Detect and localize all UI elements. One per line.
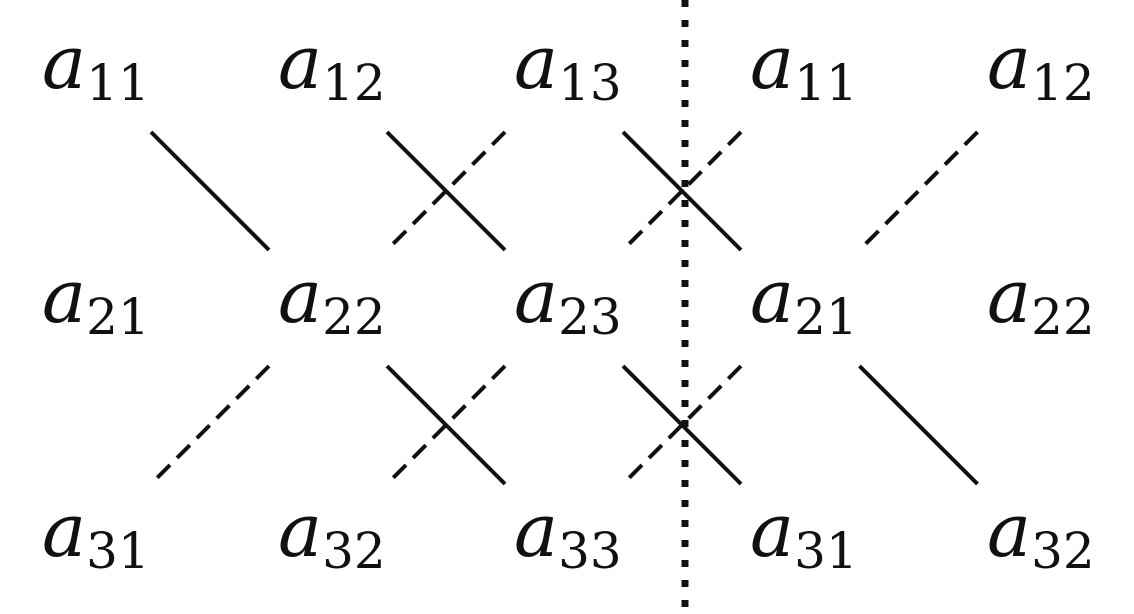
solid-diagonal-3 (621, 130, 743, 252)
entry-r2-c2: a22 (278, 254, 386, 346)
entry-r3-c4: a31 (750, 488, 858, 580)
entry-r3-c2: a32 (278, 488, 386, 580)
entry-r1-c3: a13 (514, 20, 622, 112)
solid-diagonal-6 (858, 364, 979, 486)
solid-diagonal-2 (385, 130, 507, 252)
entry-r3-c1: a31 (42, 488, 150, 580)
entry-r3-c5: a32 (987, 488, 1095, 580)
entry-r3-c3: a33 (514, 488, 622, 580)
entry-r1-c2: a12 (278, 20, 386, 112)
entry-r2-c5: a22 (987, 254, 1095, 346)
matrix-entries: a11 a12 a13 a11 a12 a21 a22 a23 a21 a22 (42, 20, 1095, 580)
solid-diagonal-1 (149, 130, 271, 252)
entry-r2-c1: a21 (42, 254, 150, 346)
solid-diagonal-4 (385, 364, 507, 486)
dashed-diagonal-4 (149, 364, 271, 486)
dashed-diagonal-3 (858, 130, 979, 252)
entry-r2-c4: a21 (750, 254, 858, 346)
entry-r2-c3: a23 (514, 254, 622, 346)
entry-r1-c1: a11 (42, 20, 150, 112)
entry-r1-c5: a12 (987, 20, 1095, 112)
entry-r1-c4: a11 (750, 20, 858, 112)
